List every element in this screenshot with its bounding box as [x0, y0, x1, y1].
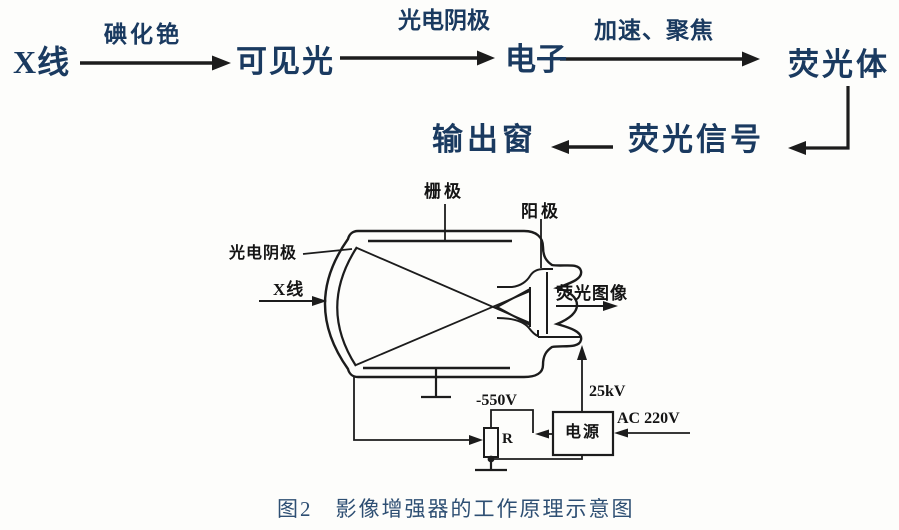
hv-25kv-arrow — [577, 345, 587, 412]
cathode-circuit-line — [353, 377, 483, 445]
anode-upper-electrode — [497, 268, 553, 288]
arrowhead-left-icon — [614, 428, 628, 438]
arrowhead-left-icon — [788, 141, 806, 155]
flow-node-visible-light: 可见光 — [236, 44, 335, 79]
flow-arrow-signal-to-window — [551, 140, 613, 154]
flow-node-electron: 电子 — [505, 42, 567, 77]
flow-node-fluorescent-signal: 荧光信号 — [628, 122, 764, 157]
circuit-label-minus-550v: -550V — [476, 392, 517, 409]
circuit-label-25kv: 25kV — [589, 383, 626, 400]
flow-label-accelerate-focus: 加速、聚焦 — [594, 18, 714, 43]
photocathode-pointer-line — [302, 248, 353, 255]
arrowhead-right-icon — [742, 51, 760, 67]
flow-label-cesium-iodide: 碘化铯 — [104, 22, 182, 47]
flow-label-photocathode: 光电阴极 — [398, 8, 490, 33]
arrowhead-up-icon — [577, 345, 587, 360]
flow-arrow-cesium — [80, 55, 231, 71]
circuit-label-power-supply: 电源 — [564, 424, 601, 441]
arrowhead-left-icon — [551, 140, 569, 154]
tube-label-fluor-image: 荧光图像 — [556, 284, 628, 303]
arrowhead-right-icon — [312, 296, 327, 306]
xray-input-arrow — [259, 296, 327, 306]
anode-cone — [494, 287, 531, 327]
tube-label-xray-in: X线 — [273, 280, 305, 299]
electron-beam-lines — [355, 247, 531, 366]
circuit-label-ac-220v: AC 220V — [617, 410, 680, 427]
tube-envelope — [323, 229, 583, 379]
resistor-box — [483, 427, 499, 458]
arrowhead-right-icon — [212, 55, 231, 71]
power-to-bias-arrow — [535, 429, 553, 439]
flow-arrow-phosphor-to-signal — [788, 86, 850, 155]
power-supply-box — [551, 410, 615, 457]
flow-node-output-window: 输出窗 — [432, 122, 537, 157]
arrowhead-right-icon — [469, 435, 483, 445]
output-image-arrow — [556, 301, 618, 311]
output-window-ledge — [537, 330, 582, 338]
flow-arrow-photocathode — [340, 50, 495, 66]
arrowhead-right-icon — [477, 50, 495, 66]
bias-bracket-line — [490, 409, 534, 433]
arrowhead-right-icon — [603, 301, 618, 311]
flow-node-xray: X线 — [13, 44, 71, 80]
ac-input-arrow — [614, 428, 690, 438]
photocathode-arc — [336, 246, 358, 367]
flow-arrow-accel-focus — [560, 51, 760, 67]
anode-lower-electrode — [496, 317, 539, 337]
flow-node-phosphor: 荧光体 — [788, 47, 890, 82]
tube-label-anode: 阳极 — [521, 202, 561, 221]
cathode-ground-tee — [421, 368, 451, 399]
tube-label-photocathode: 光电阴极 — [229, 245, 298, 262]
circuit-label-resistor: R — [502, 431, 513, 447]
arrowhead-left-icon — [535, 429, 549, 439]
figure-caption: 图2 影像增强器的工作原理示意图 — [277, 497, 635, 521]
tube-label-grid: 栅极 — [424, 182, 464, 201]
